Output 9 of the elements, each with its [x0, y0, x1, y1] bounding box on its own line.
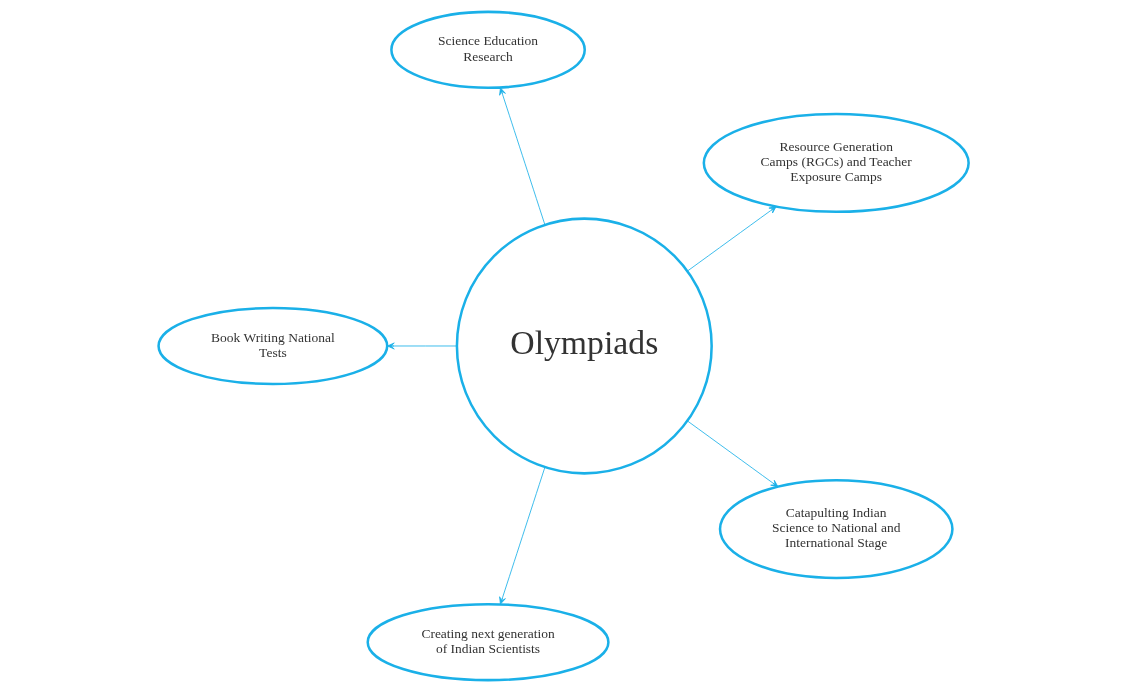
arrow: [686, 206, 777, 272]
arrow: [498, 466, 545, 605]
arrow: [386, 342, 457, 350]
arrow: [686, 420, 778, 488]
arrow: [498, 87, 545, 226]
node-circle: Olympiads: [455, 217, 713, 475]
node-ellipse: Science Education Research: [389, 10, 586, 90]
node-ellipse: Creating next generation of Indian Scientists: [365, 602, 610, 682]
node-ellipse: Book Writing National Tests: [156, 306, 388, 386]
